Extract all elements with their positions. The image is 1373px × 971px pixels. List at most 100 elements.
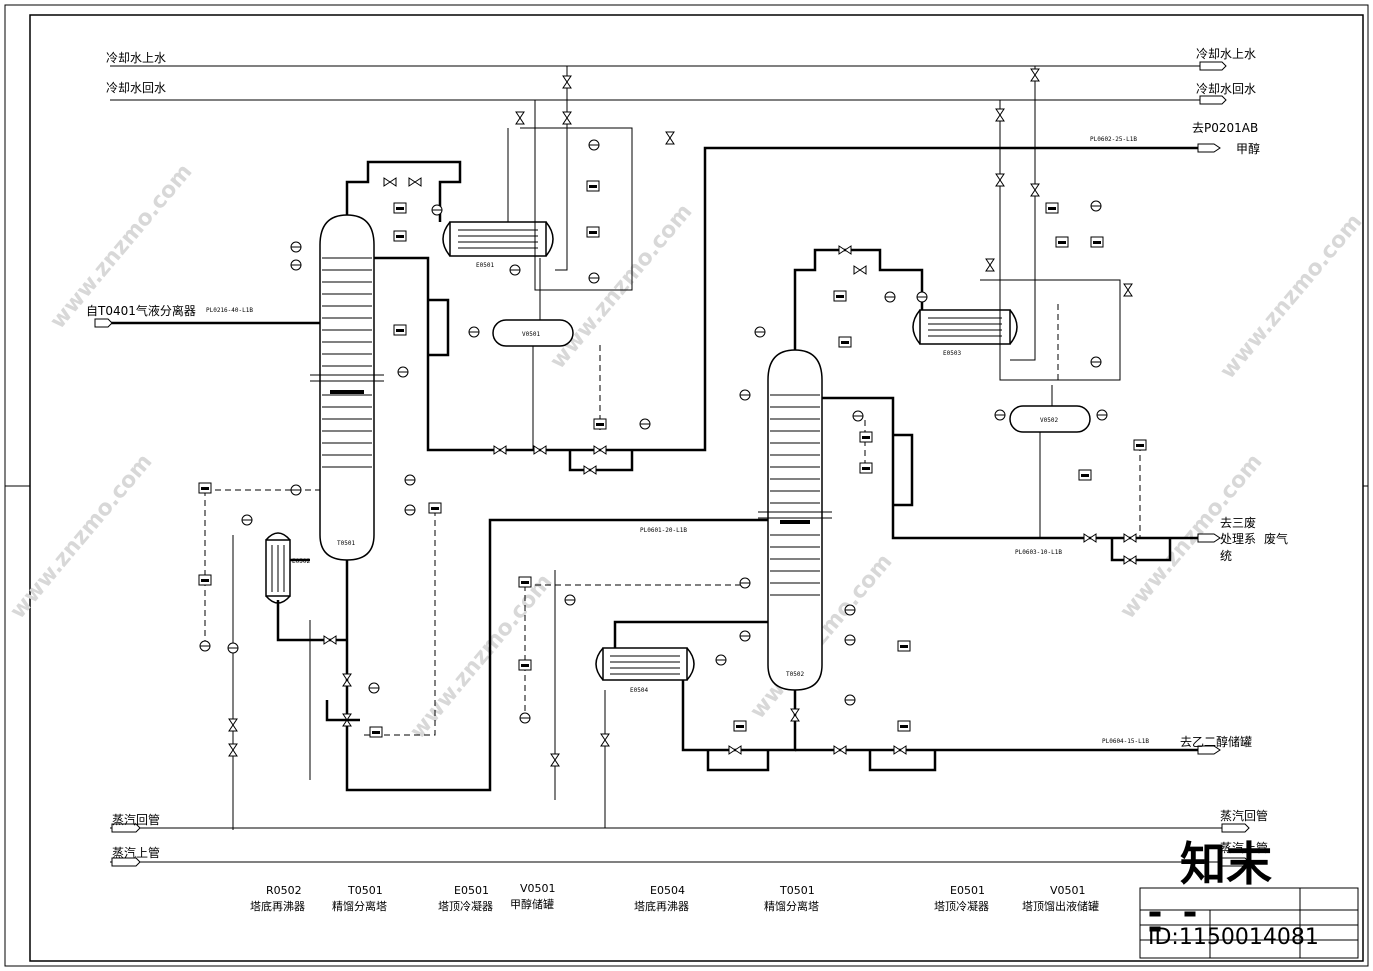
exchanger-e0501: E0501 bbox=[442, 221, 554, 269]
instrument-box-mark bbox=[396, 207, 404, 210]
valve-icon bbox=[228, 743, 238, 757]
legend-5-name: 塔底再沸器 bbox=[634, 899, 689, 913]
steam-return-label-right: 蒸汽回管 bbox=[1220, 808, 1268, 823]
logo-text: 知末 bbox=[1180, 837, 1272, 891]
legend-1-name: 塔底再沸器 bbox=[250, 899, 305, 913]
legend-7-tag: E0501 bbox=[950, 884, 985, 897]
equipment-legend: R0502 塔底再沸器 T0501 精馏分离塔 E0501 塔顶冷凝器 V050… bbox=[250, 882, 1099, 913]
feed-line-number: PL0216-40-L1B bbox=[206, 307, 253, 314]
legend-4-tag: V0501 bbox=[520, 882, 556, 895]
instrument-box-mark bbox=[1048, 207, 1056, 210]
instrument-box-mark bbox=[862, 467, 870, 470]
legend-6-name: 精馏分离塔 bbox=[764, 899, 819, 913]
offgas-line-number: PL0603-10-L1B bbox=[1015, 549, 1062, 556]
valve-icon bbox=[1123, 555, 1137, 565]
instrument-box-mark bbox=[201, 487, 209, 490]
drum-v0501: V0501 bbox=[492, 319, 574, 347]
utility-connection-lines bbox=[232, 66, 1121, 830]
valve-icon bbox=[342, 673, 352, 687]
to-p0201-label: 去P0201AB bbox=[1192, 121, 1258, 135]
valve-icon bbox=[1083, 533, 1097, 543]
instrument-box-mark bbox=[900, 725, 908, 728]
valve-icon bbox=[995, 173, 1005, 187]
valve-icon bbox=[893, 745, 907, 755]
watermark-site-2: www.znzmo.com bbox=[5, 449, 157, 623]
watermark-site-3: www.znzmo.com bbox=[405, 569, 557, 743]
valve-icon bbox=[515, 111, 525, 125]
instrument-box-mark bbox=[521, 581, 529, 584]
valve-icon bbox=[562, 75, 572, 89]
t0502-tag: T0502 bbox=[786, 671, 804, 678]
column-t0502: T0502 bbox=[758, 349, 832, 691]
valve-icon bbox=[1123, 283, 1133, 297]
feed-inlet-label: 自T0401气液分离器 bbox=[86, 303, 196, 318]
eg-line-number: PL0604-15-L1B bbox=[1102, 738, 1149, 745]
v0502-tag: V0502 bbox=[1040, 417, 1058, 424]
legend-8-tag: V0501 bbox=[1050, 884, 1086, 897]
valve-icon bbox=[1030, 68, 1040, 82]
instrument-box-mark bbox=[1081, 474, 1089, 477]
valve-icon bbox=[562, 111, 572, 125]
valve-icon bbox=[533, 445, 547, 455]
valves bbox=[228, 68, 1137, 767]
instrument-box-mark bbox=[521, 664, 529, 667]
offgas-label-1: 去三废 bbox=[1220, 515, 1256, 530]
valve-icon bbox=[323, 635, 337, 645]
t0501-to-t0502-line-number: PL0601-20-L1B bbox=[640, 527, 687, 534]
exchanger-e0502: E0502 bbox=[265, 532, 310, 604]
offgas-label-4: 废气 bbox=[1264, 531, 1288, 546]
instrument-box-mark bbox=[431, 507, 439, 510]
cw-supply-label-right: 冷却水上水 bbox=[1196, 47, 1256, 61]
valve-icon bbox=[342, 713, 352, 727]
column-t0501: T0501 bbox=[310, 214, 384, 561]
valve-icon bbox=[1123, 533, 1137, 543]
steam-supply-label-left: 蒸汽上管 bbox=[112, 845, 160, 860]
valve-icon bbox=[838, 245, 852, 255]
exchanger-e0504: E0504 bbox=[595, 647, 695, 694]
methanol-line-number: PL0602-25-L1B bbox=[1090, 136, 1137, 143]
instrument-box-mark bbox=[736, 725, 744, 728]
valve-icon bbox=[228, 718, 238, 732]
valve-icon bbox=[408, 177, 422, 187]
valve-icon bbox=[790, 708, 800, 722]
instrument-box-mark bbox=[396, 235, 404, 238]
legend-8-name: 塔顶馏出液储罐 bbox=[1022, 899, 1099, 913]
instrument-box-mark bbox=[372, 731, 380, 734]
steam-return-label-left: 蒸汽回管 bbox=[112, 812, 160, 827]
cw-return-label-left: 冷却水回水 bbox=[106, 81, 166, 95]
title-block bbox=[1139, 887, 1359, 959]
cw-return-label-right: 冷却水回水 bbox=[1196, 82, 1256, 96]
instrument-box-mark bbox=[862, 436, 870, 439]
cw-supply-label-left: 冷却水上水 bbox=[106, 51, 166, 65]
stream-labels: 自T0401气液分离器 PL0216-40-L1B PL0602-25-L1B … bbox=[86, 121, 1288, 755]
valve-icon bbox=[853, 265, 867, 275]
valve-icon bbox=[550, 753, 560, 767]
instrument-box-mark bbox=[900, 645, 908, 648]
e0502-tag: E0502 bbox=[292, 558, 310, 565]
process-lines bbox=[100, 146, 1198, 792]
valve-icon bbox=[995, 108, 1005, 122]
legend-3-name: 塔顶冷凝器 bbox=[438, 899, 493, 913]
valve-icon bbox=[728, 745, 742, 755]
valve-icon bbox=[833, 745, 847, 755]
valve-icon bbox=[583, 465, 597, 475]
legend-4-name: 甲醇储罐 bbox=[510, 897, 554, 911]
t0501-tag: T0501 bbox=[337, 540, 355, 547]
methanol-label: 甲醇 bbox=[1236, 141, 1260, 156]
instrument-box-mark bbox=[589, 185, 597, 188]
instrument-box-mark bbox=[1093, 241, 1101, 244]
offgas-label-3: 统 bbox=[1220, 549, 1232, 563]
legend-5-tag: E0504 bbox=[650, 884, 685, 897]
watermark-id: ID:1150014081 bbox=[1148, 925, 1319, 950]
instrument-box-mark bbox=[396, 329, 404, 332]
watermark-site-4: www.znzmo.com bbox=[545, 199, 697, 373]
exchanger-e0503: E0503 bbox=[912, 309, 1018, 357]
valve-icon bbox=[985, 258, 995, 272]
logo-watermark: 知末 ID:1150014081 bbox=[1148, 837, 1319, 950]
instrument-box-mark bbox=[596, 423, 604, 426]
legend-2-tag: T0501 bbox=[347, 884, 383, 897]
drum-v0502: V0502 bbox=[1009, 405, 1091, 433]
inner-frame bbox=[29, 14, 1364, 962]
offgas-label-2: 处理系 bbox=[1220, 532, 1256, 546]
